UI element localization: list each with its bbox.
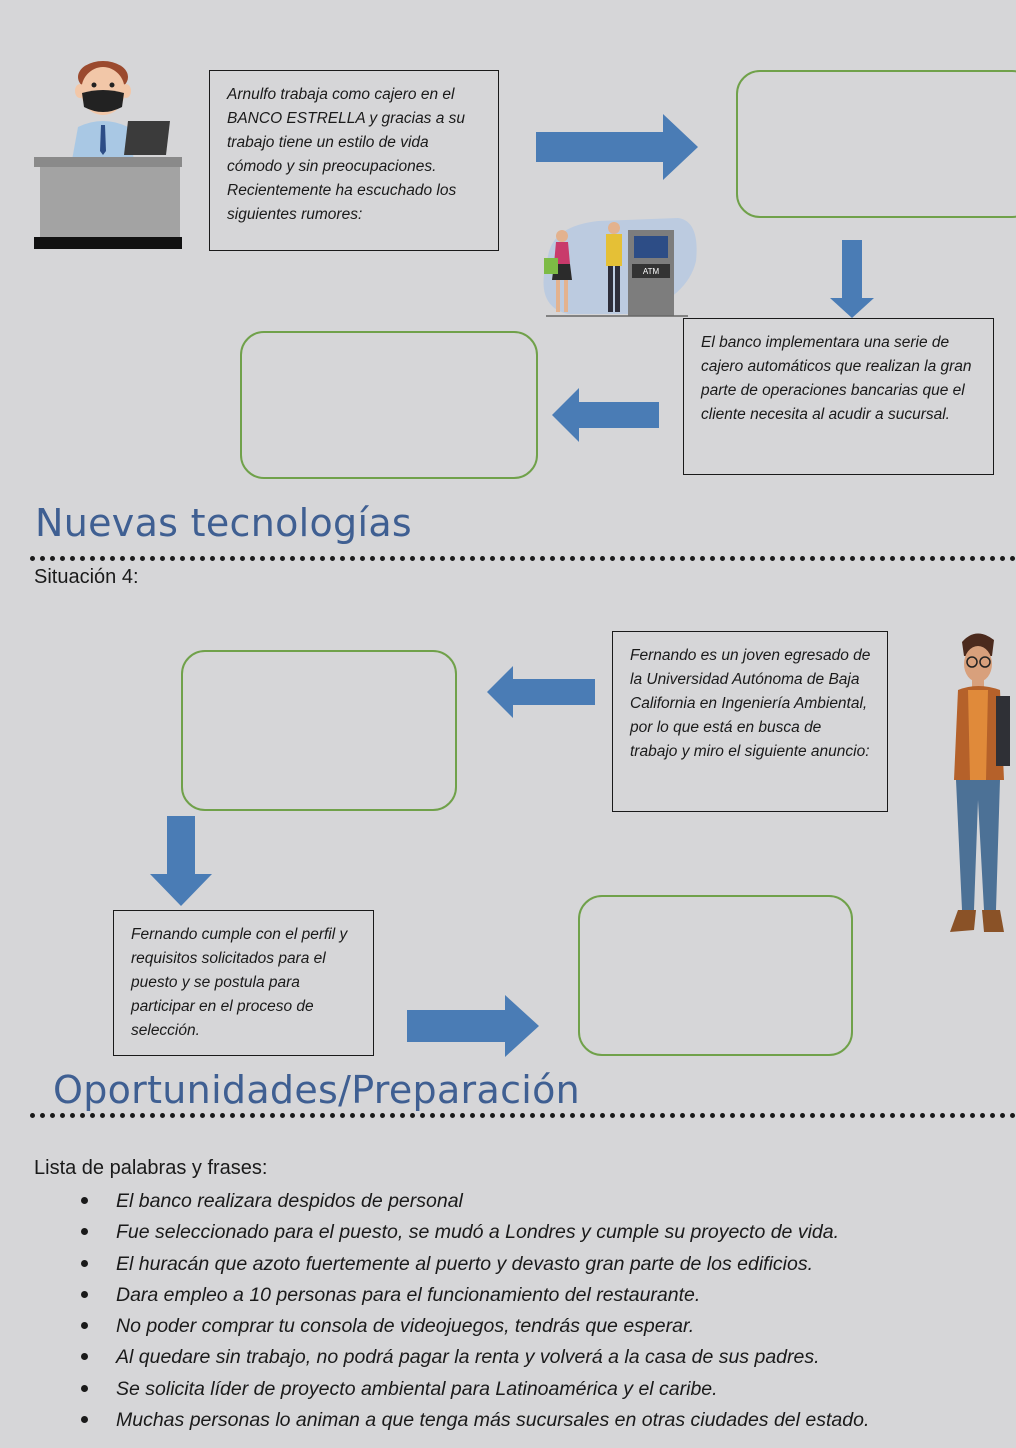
dotted-divider xyxy=(30,556,1016,561)
section-title-oportunidades: Oportunidades/Preparación xyxy=(53,1068,581,1112)
fernando-intro-text: Fernando es un joven egresado de la Univ… xyxy=(630,647,871,760)
bullet-icon xyxy=(81,1259,88,1267)
fernando-intro-box: Fernando es un joven egresado de la Univ… xyxy=(612,631,888,812)
list-item: Al quedare sin trabajo, no podrá pagar l… xyxy=(78,1344,988,1375)
section-title-nuevas-tecnologias: Nuevas tecnologías xyxy=(35,501,413,545)
bullet-icon xyxy=(81,1416,88,1424)
student-illustration xyxy=(950,633,1010,932)
list-item: El banco realizara despidos de personal xyxy=(78,1188,988,1219)
arrow-down-icon xyxy=(830,240,874,318)
bullet-icon xyxy=(81,1290,88,1298)
bullet-icon xyxy=(81,1384,88,1392)
bullet-icon xyxy=(81,1353,88,1361)
word-list: El banco realizara despidos de personal … xyxy=(78,1188,988,1438)
atm-label: ATM xyxy=(643,267,660,276)
arnulfo-intro-box: Arnulfo trabaja como cajero en el BANCO … xyxy=(209,70,499,251)
atm-illustration: ATM xyxy=(543,218,697,317)
list-item: Fue seleccionado para el puesto, se mudó… xyxy=(78,1219,988,1250)
arrow-left-icon xyxy=(552,388,659,442)
list-item: Se solicita líder de proyecto ambiental … xyxy=(78,1376,988,1407)
bullet-icon xyxy=(81,1322,88,1330)
bullet-icon xyxy=(81,1228,88,1236)
fernando-profile-box: Fernando cumple con el perfil y requisit… xyxy=(113,910,374,1056)
arrow-right-icon xyxy=(536,114,698,180)
arrow-down-icon xyxy=(150,816,212,906)
word-list-heading: Lista de palabras y frases: xyxy=(34,1157,268,1179)
dotted-divider xyxy=(30,1113,1016,1118)
answer-box-1[interactable] xyxy=(736,70,1016,218)
answer-box-3[interactable] xyxy=(181,650,457,811)
arrow-right-icon xyxy=(407,995,539,1057)
list-item: Dara empleo a 10 personas para el funcio… xyxy=(78,1282,988,1313)
arrow-left-icon xyxy=(487,666,595,718)
answer-box-2[interactable] xyxy=(240,331,538,479)
bullet-icon xyxy=(81,1197,88,1204)
bank-atm-box: El banco implementara una serie de cajer… xyxy=(683,318,994,475)
answer-box-4[interactable] xyxy=(578,895,853,1056)
list-item: Muchas personas lo animan a que tenga má… xyxy=(78,1407,988,1438)
arnulfo-intro-text: Arnulfo trabaja como cajero en el BANCO … xyxy=(227,86,466,223)
list-item: No poder comprar tu consola de videojueg… xyxy=(78,1313,988,1344)
situation-4-label: Situación 4: xyxy=(34,566,139,588)
fernando-profile-text: Fernando cumple con el perfil y requisit… xyxy=(131,926,348,1039)
list-item: El huracán que azoto fuertemente al puer… xyxy=(78,1251,988,1282)
bank-atm-text: El banco implementara una serie de cajer… xyxy=(701,334,972,423)
cashier-illustration xyxy=(34,61,182,249)
